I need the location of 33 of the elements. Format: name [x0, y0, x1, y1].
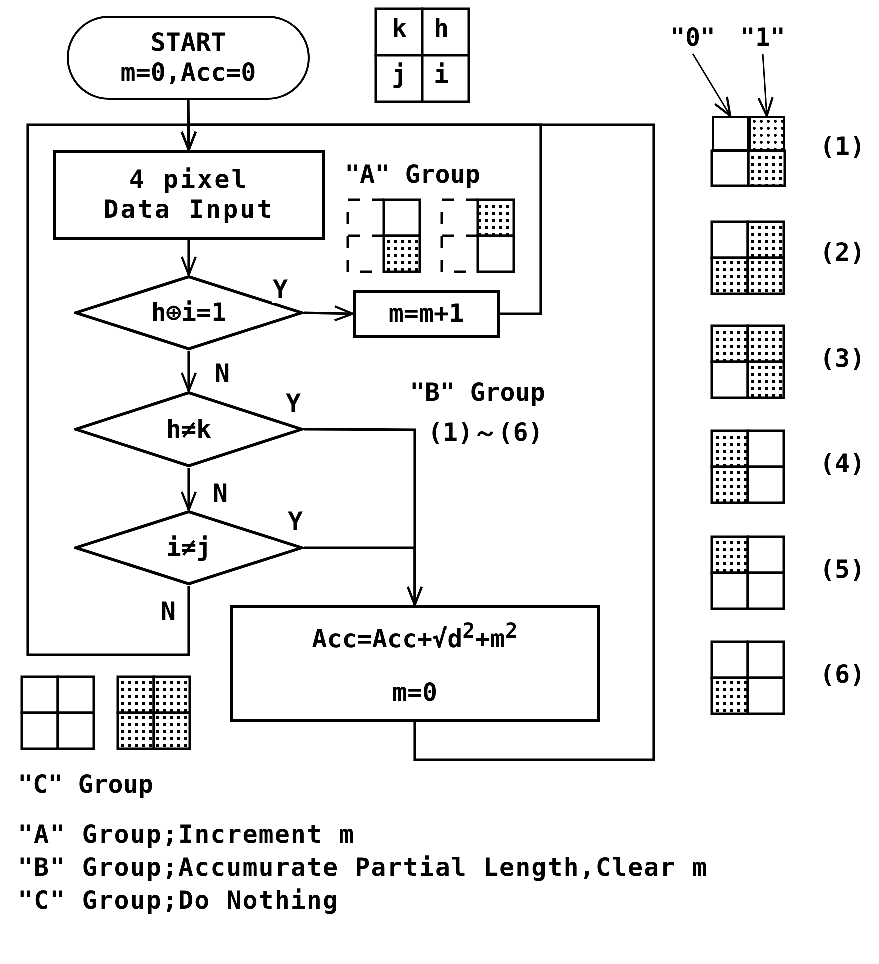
legend-note: "C" Group;Do Nothing: [18, 886, 340, 916]
group-heading: "B" Group: [410, 378, 546, 408]
table-cell: i: [434, 60, 450, 90]
arrow: [304, 546, 424, 606]
process-box: Acc=Acc+√d$^{2}$+m$^{2}$ m=0: [230, 605, 600, 722]
table-cell: h: [434, 14, 450, 44]
arrow: [180, 124, 656, 762]
table-cell: k: [392, 14, 408, 44]
legend-note: "A" Group;Increment m: [18, 820, 356, 850]
group-heading: "A" Group: [345, 160, 480, 190]
pixel-cell: [749, 116, 785, 151]
arrow: [304, 306, 354, 322]
pattern-number: (2): [820, 238, 866, 268]
pattern-number: (4): [820, 449, 866, 479]
pattern-number: (1): [820, 132, 866, 162]
bit-value-label: "1": [738, 22, 788, 54]
pattern-number: (3): [820, 344, 866, 374]
table-cell: j: [392, 60, 408, 90]
arrow: [180, 240, 198, 276]
range-label: (1)～(6): [428, 418, 544, 448]
leader-line: [692, 54, 732, 118]
leader-line: [758, 54, 774, 118]
start-terminal: START m=0,Acc=0: [67, 16, 310, 100]
pattern-number: (6): [820, 660, 866, 690]
pattern-number: (5): [820, 555, 866, 585]
process-box: m=m+1: [353, 290, 500, 338]
pixel-cell: [712, 116, 749, 151]
group-heading: "C" Group: [18, 770, 154, 800]
arrow: [180, 351, 198, 392]
arrow: [180, 468, 198, 512]
process-box: 4 pixel Data Input: [53, 150, 325, 240]
bit-value-label: "0": [668, 22, 718, 54]
legend-note: "B" Group;Accumurate Partial Length,Clear m: [18, 853, 708, 883]
